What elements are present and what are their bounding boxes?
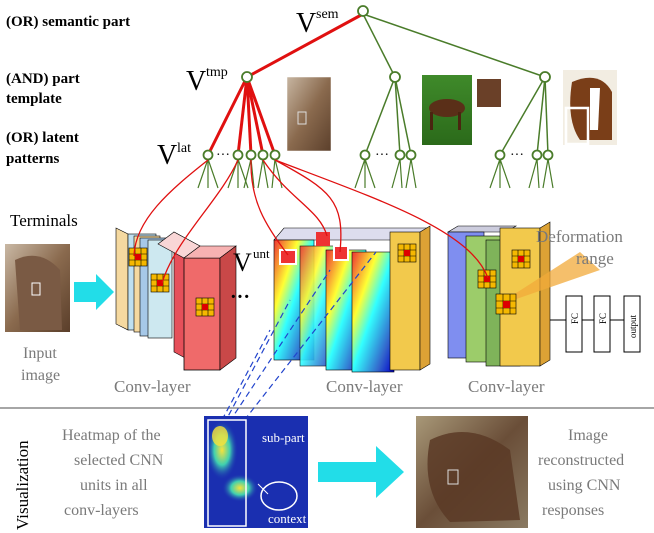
input-image (5, 244, 70, 332)
recon-text-4: responses (542, 502, 604, 519)
v-lat-label: V lat (157, 140, 191, 171)
input-image-label-2: image (21, 367, 60, 384)
deformation-label-1: Deformation (536, 227, 623, 246)
or-semantic-part-label: (OR) semantic part (6, 14, 130, 30)
svg-text:···: ··· (375, 148, 389, 163)
conv-layer-label-3: Conv-layer (468, 377, 545, 396)
conv-block-1 (115, 227, 237, 371)
v-tmp-label: V tmp (186, 65, 228, 97)
visualization-label: Visualization (13, 440, 32, 530)
svg-text:unt: unt (253, 246, 270, 261)
svg-text:lat: lat (177, 141, 191, 156)
arrow-icon (318, 446, 404, 498)
v-unt-label: V unt (233, 246, 270, 277)
conv-layer-label-1: Conv-layer (114, 377, 191, 396)
svg-text:···: ··· (510, 148, 524, 163)
svg-text:V: V (186, 66, 206, 97)
heatmap-links (221, 251, 377, 437)
conv-layer-label-2: Conv-layer (326, 377, 403, 396)
reconstructed-horse-icon (416, 416, 528, 528)
svg-text:tmp: tmp (206, 65, 228, 80)
horse-photo (284, 74, 334, 154)
heatmap-icon (204, 416, 308, 528)
heatmap-text-1: Heatmap of the (62, 427, 161, 444)
conv-block-2 (273, 225, 431, 373)
heatmap-text-4: conv-layers (64, 502, 139, 519)
and-or-tree: ··· ··· ··· (197, 5, 554, 189)
svg-text:sem: sem (316, 7, 339, 22)
terminals-label: Terminals (10, 211, 78, 230)
latent-to-unit-links (133, 159, 489, 284)
recon-text-2: reconstructed (538, 452, 624, 469)
and-part-template-label-1: (AND) part (6, 71, 80, 87)
svg-text:···: ··· (216, 148, 230, 163)
or-latent-label-1: (OR) latent (6, 130, 79, 146)
fc-layers: FC FC output (565, 295, 641, 353)
conv-block-3 (446, 221, 600, 367)
and-part-template-label-2: template (6, 91, 62, 107)
input-image-label-1: Input (23, 345, 57, 362)
svg-text:V: V (157, 140, 177, 171)
arrow-icon (74, 274, 114, 310)
recon-text-3: using CNN (548, 477, 621, 494)
horse-running-photo (422, 75, 503, 145)
heatmap-text-2: selected CNN (74, 452, 164, 469)
conv-ellipsis: ··· (230, 286, 250, 308)
or-latent-label-2: patterns (6, 151, 59, 167)
heatmap-text-3: units in all (80, 477, 148, 494)
sub-part-label: sub-part (262, 430, 305, 445)
fc-label-2: FC (598, 313, 608, 324)
svg-text:V: V (296, 8, 316, 39)
horse-head-photo (563, 70, 617, 146)
recon-text-1: Image (568, 427, 608, 444)
v-sem-label: V sem (296, 7, 339, 39)
svg-text:V: V (233, 248, 252, 277)
deformation-label-2: range (576, 249, 614, 268)
output-label: output (628, 314, 638, 338)
fc-label-1: FC (570, 313, 580, 324)
context-label: context (268, 511, 307, 526)
